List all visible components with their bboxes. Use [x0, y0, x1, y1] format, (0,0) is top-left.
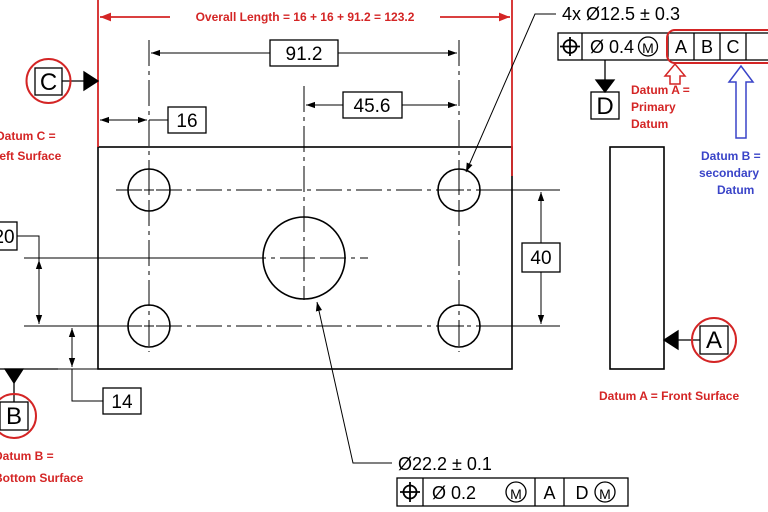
hole-fcf-datum-c: C [727, 37, 740, 57]
dim-45-6 [306, 91, 457, 119]
dim-14-value: 14 [111, 392, 133, 413]
datum-d-letter: D [596, 93, 613, 120]
hole-bottom-left [127, 304, 171, 348]
note-datum-a-2: Primary [631, 100, 676, 114]
note-datum-b-3: Datum [717, 183, 754, 197]
note-datum-a-1: Datum A = [631, 83, 690, 97]
dim-91-2 [151, 39, 457, 67]
dim-20-value: 20 [0, 227, 15, 248]
datum-c-highlight [25, 58, 72, 104]
hole-fcf-tolerance: Ø 0.4 [590, 37, 634, 57]
hole-center [262, 216, 346, 300]
center-fcf-tolerance: Ø 0.2 [432, 483, 476, 503]
note-datum-a-3: Datum [631, 117, 668, 131]
center-fcf-modifier: M [510, 486, 522, 502]
note-datum-c-1: Datum C = [0, 129, 56, 143]
datum-c-symbol [34, 67, 100, 96]
hole-top-right [437, 168, 481, 212]
note-datum-b-1: Datum B = [701, 149, 761, 163]
dim-91-2-value: 91.2 [286, 44, 323, 65]
hole-fcf-datum-b: B [701, 37, 713, 57]
center-hole-callout-text: Ø22.2 ± 0.1 [398, 454, 492, 474]
dim-16 [100, 106, 207, 134]
datum-a-letter: A [706, 327, 722, 354]
note-datum-c-2: Left Surface [0, 149, 62, 163]
note-datum-b-bottom-2: Bottom Surface [0, 471, 84, 485]
hole-top-left [127, 168, 171, 212]
note-datum-a-front: Datum A = Front Surface [599, 389, 739, 403]
datum-d-symbol [590, 60, 620, 120]
datum-b-letter: B [6, 403, 22, 430]
hole-fcf-datum-a: A [675, 37, 687, 57]
dim-20 [0, 221, 240, 327]
note-datum-b-2: secondary [699, 166, 759, 180]
datum-highlight-box [666, 29, 768, 64]
note-datum-b-bottom-1: Datum B = [0, 449, 54, 463]
holes [127, 168, 481, 348]
datum-b-highlight [0, 393, 37, 439]
dim-40-value: 40 [530, 248, 551, 269]
hole-callout-leader [465, 13, 556, 173]
hole-fcf-modifier: M [642, 40, 654, 56]
center-fcf-datum-d: D [576, 483, 589, 503]
centerlines [116, 40, 540, 352]
dim-45-6-value: 45.6 [354, 96, 391, 117]
dim-14 [58, 328, 142, 415]
center-hole-leader [315, 301, 392, 464]
datum-a-highlight [691, 317, 737, 363]
datum-b-secondary-arrow [727, 64, 755, 139]
datum-c-letter: C [40, 69, 57, 96]
datum-a-primary-arrow [663, 62, 687, 85]
datum-b-symbol [0, 368, 58, 431]
overall-length-label: Overall Length = 16 + 16 + 91.2 = 123.2 [196, 10, 415, 24]
side-view-block [609, 146, 665, 370]
center-fcf-datum-d-modifier: M [599, 486, 611, 502]
overall-length-dimension: Overall Length = 16 + 16 + 91.2 = 123.2 [97, 0, 513, 176]
datum-a-symbol [662, 325, 729, 355]
hole-callout-text: 4x Ø12.5 ± 0.3 [562, 4, 680, 24]
center-fcf-datum-a: A [543, 483, 555, 503]
dim-16-value: 16 [176, 111, 197, 132]
center-hole-fcf [396, 477, 629, 507]
hole-bottom-right [437, 304, 481, 348]
hole-center-marks [144, 185, 464, 331]
dim-40 [482, 189, 561, 327]
